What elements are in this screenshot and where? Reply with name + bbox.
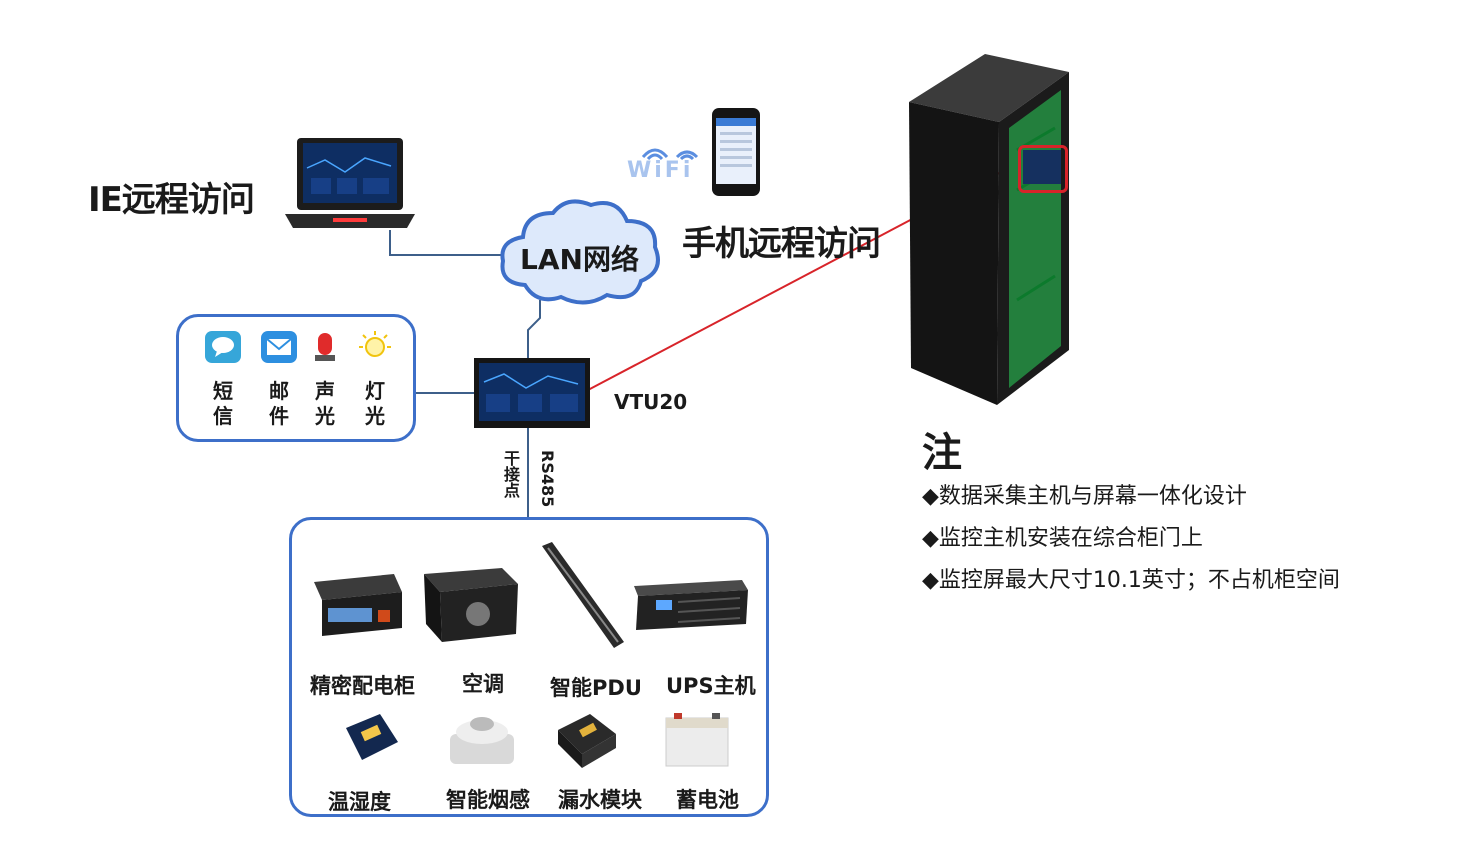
siren-icon	[315, 333, 335, 361]
smoke-detector-icon	[450, 717, 514, 764]
device-label-water-leak: 漏水模块	[558, 788, 642, 812]
device-label-distribution-cabinet: 精密配电柜	[310, 674, 415, 698]
wifi-icon	[625, 135, 705, 185]
alarm-output-box: 短信 邮件 声光 灯光	[176, 314, 416, 442]
alarm-label-siren: 声光	[315, 379, 335, 428]
server-cabinet	[905, 50, 1075, 410]
device-label-temp-humidity: 温湿度	[328, 790, 391, 814]
ups-icon	[634, 580, 748, 630]
alarm-label-light: 灯光	[365, 379, 385, 428]
note-item: ◆数据采集主机与屏幕一体化设计	[922, 484, 1247, 509]
laptop	[285, 138, 415, 233]
distribution-cabinet-icon	[314, 574, 402, 636]
light-icon	[359, 331, 391, 357]
note-item: ◆监控主机安装在综合柜门上	[922, 526, 1203, 551]
pdu-icon	[542, 542, 624, 648]
water-leak-module-icon	[558, 714, 616, 768]
cabinet-monitor-highlight	[1018, 145, 1068, 193]
alarm-label-mail: 邮件	[269, 379, 289, 428]
alarm-label-sms: 短信	[213, 379, 233, 428]
device-label-smoke-detector: 智能烟感	[446, 788, 530, 812]
rs485-label: RS485	[538, 450, 557, 508]
field-devices-box: 精密配电柜 空调 智能PDU UPS主机 温湿度 智能烟感 漏水模块 蓄电池	[289, 517, 769, 817]
device-label-battery: 蓄电池	[676, 788, 739, 812]
vtu20-device	[474, 358, 590, 428]
alarm-item-mail: 邮件	[257, 329, 301, 429]
lan-cloud	[495, 195, 665, 310]
phone	[712, 108, 760, 196]
air-conditioner-icon	[424, 568, 518, 642]
ie-access-label: IE远程访问	[88, 180, 255, 220]
mail-icon	[261, 331, 297, 363]
lan-label: LAN网络	[520, 243, 639, 276]
device-label-air-conditioner: 空调	[462, 672, 504, 696]
notes-title: 注	[922, 430, 962, 476]
vtu20-label: VTU20	[614, 390, 688, 414]
wifi-label: WiFi	[627, 158, 694, 183]
mobile-access-label: 手机远程访问	[682, 224, 881, 264]
dry-contact-label: 干接点	[501, 450, 520, 498]
note-item: ◆监控屏最大尺寸10.1英寸；不占机柜空间	[922, 568, 1340, 593]
alarm-item-sms: 短信	[201, 329, 245, 429]
device-label-pdu: 智能PDU	[550, 676, 642, 700]
laptop-to-lan-line	[389, 230, 505, 256]
lan-to-vtu-line	[527, 300, 541, 360]
temp-humidity-sensor-icon	[346, 714, 398, 760]
alarm-item-light: 灯光	[353, 329, 397, 429]
notes-list: ◆数据采集主机与屏幕一体化设计 ◆监控主机安装在综合柜门上 ◆监控屏最大尺寸10…	[922, 476, 1340, 602]
device-label-ups: UPS主机	[666, 674, 756, 698]
sms-icon	[205, 331, 241, 363]
alarm-item-siren: 声光	[303, 329, 347, 429]
battery-icon	[665, 713, 729, 767]
